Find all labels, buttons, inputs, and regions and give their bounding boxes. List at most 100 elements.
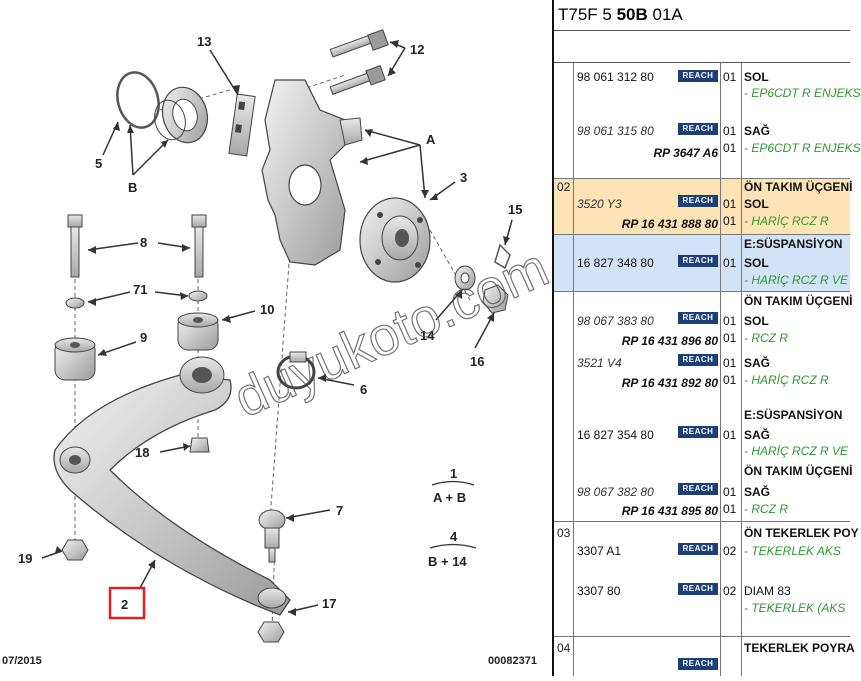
quantity: 01 (723, 314, 737, 328)
reach-badge: REACH (678, 195, 718, 207)
lower-control-arm (53, 374, 291, 616)
part-number: 98 067 382 80 (577, 485, 654, 499)
reach-badge: REACH (678, 354, 718, 366)
quantity: 01 (723, 356, 737, 370)
part-title: E:SÜSPANSİYON (744, 237, 843, 251)
callout-18: 18 (135, 445, 149, 460)
part-title: TEKERLEK POYRA (744, 641, 855, 655)
callout-14: 14 (420, 328, 435, 343)
panel-divider (552, 0, 554, 676)
replacement-part-number: RP 16 431 892 80 (621, 376, 718, 390)
ball-joint (258, 509, 286, 563)
quantity: 01 (723, 124, 737, 138)
snap-ring (116, 71, 160, 129)
footer-code: 00082371 (488, 655, 537, 667)
reach-badge: REACH (678, 543, 718, 555)
quantity: 01 (723, 331, 737, 345)
footer-date: 07/2015 (2, 655, 42, 667)
legend-group-4-number: 4 (450, 529, 458, 544)
reach-badge: REACH (678, 123, 718, 135)
quantity: 01 (723, 256, 737, 270)
wheel-bearing (154, 86, 209, 144)
catalog-code: T75F 5 50B 01A (558, 5, 683, 24)
cotter-pin (494, 243, 511, 270)
callout-a: A (426, 132, 436, 147)
quantity: 02 (723, 544, 737, 558)
part-description: SAĞ (744, 428, 771, 442)
washer-left (65, 297, 85, 309)
reach-badge: REACH (678, 483, 718, 495)
callout-19: 19 (18, 551, 32, 566)
sensor-bracket (228, 93, 256, 157)
callout-7: 7 (336, 503, 343, 518)
legend-group-1-number: 1 (450, 466, 457, 481)
reach-badge: REACH (678, 583, 718, 595)
part-description: SOL (744, 70, 769, 84)
legend-group-4-formula: B + 14 (428, 554, 467, 569)
grid-v2 (720, 62, 721, 676)
callout-3: 3 (460, 170, 467, 185)
part-description: SOL (744, 314, 769, 328)
part-description: SAĞ (744, 356, 771, 370)
exploded-parts-diagram: 13 12 A 5 B 3 15 8 71 10 9 14 16 6 18 7 … (2, 29, 537, 667)
grid-v3 (741, 62, 742, 676)
part-number: 16 827 354 80 (577, 428, 654, 442)
part-description: SAĞ (744, 124, 771, 138)
part-note: - EP6CDT R ENJEKS (744, 141, 861, 155)
part-title: E:SÜSPANSİYON (744, 408, 843, 422)
part-note: - EP6CDT R ENJEKS (744, 86, 861, 100)
part-title: ÖN TAKIM ÜÇGENİ (744, 464, 853, 478)
part-title: ÖN TEKERLEK POY (744, 526, 859, 540)
header-spacer (554, 30, 850, 63)
part-description: SOL (744, 256, 769, 270)
part-title: ÖN TAKIM ÜÇGENİ (744, 294, 853, 308)
quantity: 01 (723, 428, 737, 442)
arm-bolt-right (191, 214, 207, 278)
part-number: 3521 V4 (577, 356, 622, 370)
clamp-ring (276, 351, 316, 390)
part-number: 3307 A1 (577, 544, 622, 558)
callout-16: 16 (470, 354, 484, 369)
part-description: DIAM 83 (744, 584, 791, 598)
part-title: ÖN TAKIM ÜÇGENİ (744, 180, 853, 194)
part-number: 16 827 348 80 (577, 256, 654, 270)
quantity: 02 (723, 584, 737, 598)
callout-13: 13 (197, 34, 211, 49)
part-number: 3520 Y3 (577, 197, 622, 211)
reach-badge: REACH (678, 255, 718, 267)
reach-badge: REACH (678, 312, 718, 324)
part-note: - HARİÇ RCZ R (744, 214, 829, 228)
washer-right (188, 290, 208, 302)
callout-5: 5 (95, 156, 102, 171)
bushing-front (54, 337, 96, 381)
callout-10: 10 (260, 302, 274, 317)
grid-h4 (554, 521, 850, 522)
catalog-header: T75F 5 50B 01A (554, 0, 850, 31)
group-number: 02 (557, 180, 571, 194)
grid-h5 (554, 636, 850, 637)
diagram-drawing: 13 12 A 5 B 3 15 8 71 10 9 14 16 6 18 7 … (18, 29, 522, 643)
bolt-lower (329, 65, 386, 95)
grid-h1 (554, 178, 850, 179)
nut-18 (189, 437, 210, 453)
replacement-part-number: RP 16 431 896 80 (621, 334, 718, 348)
nut-17 (257, 621, 285, 643)
arm-bolt-left (67, 214, 83, 278)
quantity: 01 (723, 141, 737, 155)
part-number: 98 061 312 80 (577, 70, 654, 84)
group-number: 03 (557, 526, 571, 540)
callout-17: 17 (322, 596, 336, 611)
replacement-part-number: RP 16 431 888 80 (621, 217, 718, 231)
part-description: SAĞ (744, 485, 771, 499)
part-note: - TEKERLEK (AKS (744, 601, 846, 615)
callout-b: B (128, 180, 137, 195)
nut-19 (61, 539, 89, 561)
callout-9: 9 (140, 330, 147, 345)
quantity: 01 (723, 485, 737, 499)
grid-h2 (554, 234, 850, 235)
part-note: - HARİÇ RCZ R (744, 373, 829, 387)
part-note: - HARİÇ RCZ R VE (744, 273, 849, 287)
callout-15: 15 (508, 202, 522, 217)
part-note: - RCZ R (744, 502, 788, 516)
callout-71: 71 (133, 282, 147, 297)
